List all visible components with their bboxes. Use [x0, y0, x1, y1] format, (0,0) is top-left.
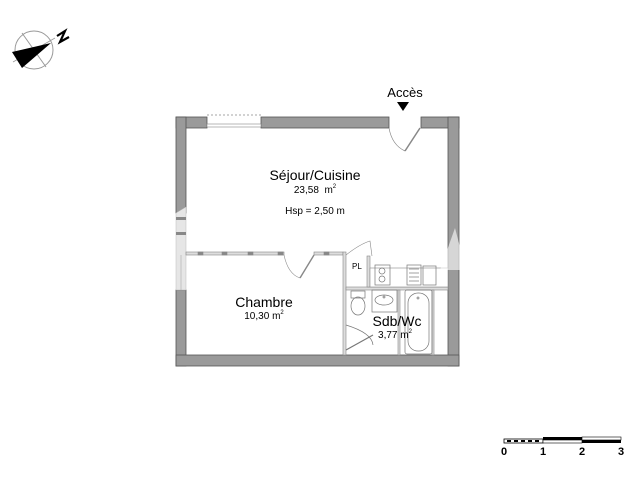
window-top [206, 114, 262, 128]
partition-chambre [185, 251, 344, 279]
room-name-sejour: Séjour/Cuisine [269, 167, 361, 183]
north-icon [56, 28, 70, 45]
scale-tick-2: 2 [578, 446, 586, 458]
bathroom-fixtures [345, 289, 433, 355]
toilet-icon [350, 296, 366, 316]
compass-icon [12, 28, 70, 70]
room-name-chambre: Chambre [235, 294, 293, 310]
toilet-tank-icon [350, 290, 366, 299]
access-arrow-icon [397, 102, 409, 111]
room-area-chambre: 10,30 m2 [244, 310, 284, 322]
scale-tick-1: 1 [539, 446, 547, 458]
room-name-sdb: Sdb/Wc [372, 313, 422, 329]
ceiling-height-label: Hsp = 2,50 m [285, 206, 345, 217]
window-left [175, 206, 187, 291]
kitchen-fixtures [374, 264, 437, 286]
closet-label: PL [352, 262, 362, 271]
room-area-sdb: 3,77 m2 [378, 329, 412, 341]
entrance-door [388, 102, 421, 152]
watermark [440, 228, 466, 270]
scale-tick-3: 3 [617, 446, 625, 458]
access-label: Accès [387, 85, 423, 100]
bathtub-icon [404, 289, 433, 355]
scale-tick-0: 0 [500, 446, 508, 458]
scale-bar [503, 436, 622, 444]
room-area-sejour: 23,58 m2 [293, 184, 337, 196]
sink-icon [371, 289, 398, 313]
bathroom-walls [342, 240, 449, 356]
